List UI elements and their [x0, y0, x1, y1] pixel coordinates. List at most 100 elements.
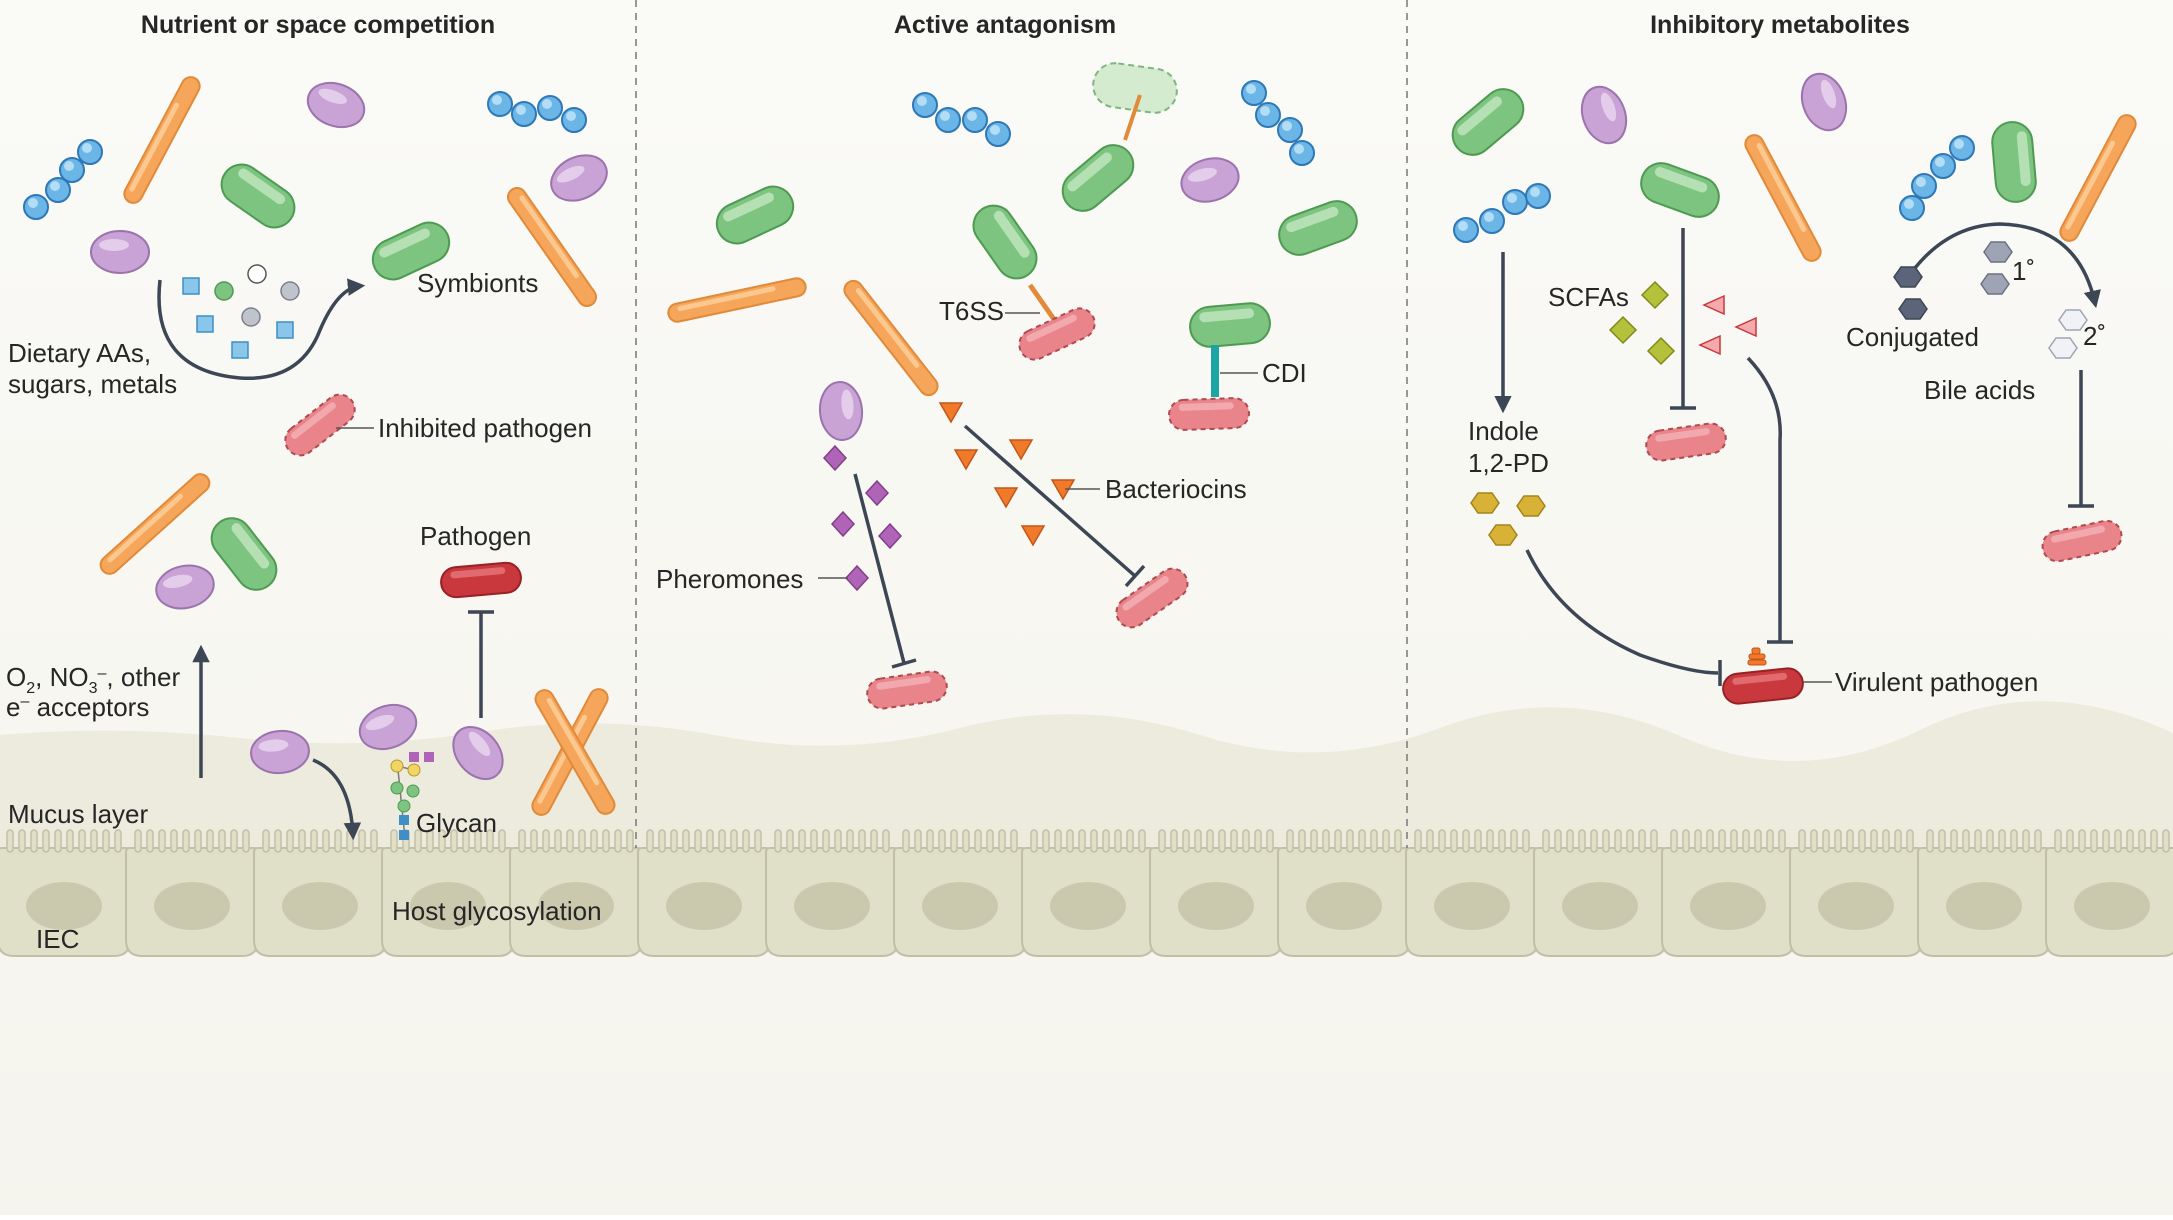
epithelial-cell [125, 847, 259, 957]
microvillus [334, 829, 342, 853]
panel-metabolites: Indole 1,2-PD SCFAs [1443, 66, 2140, 707]
microvillus [834, 829, 842, 853]
secondary-bile-acids [2048, 309, 2088, 359]
microvillus [1950, 829, 1958, 853]
microvillus [1742, 829, 1750, 853]
microvillus [1230, 829, 1238, 853]
microvillus [2126, 829, 2134, 853]
microvillus [1894, 829, 1902, 853]
microvillus [846, 829, 854, 853]
microvillus [1474, 829, 1482, 853]
microvillus [498, 829, 506, 853]
title-nutrient: Nutrient or space competition [141, 11, 495, 39]
microvillus [1510, 829, 1518, 853]
microvillus [1030, 829, 1038, 853]
microvillus [974, 829, 982, 853]
microvillus [2102, 829, 2110, 853]
microvillus [182, 829, 190, 853]
microvillus [774, 829, 782, 853]
microvillus [1114, 829, 1122, 853]
microvillus [1358, 829, 1366, 853]
microvillus [566, 829, 574, 853]
microvillus [1730, 829, 1738, 853]
microvillus [1382, 829, 1390, 853]
microvillus [286, 829, 294, 853]
microvillus [902, 829, 910, 853]
microvillus [1286, 829, 1294, 853]
microvillus [786, 829, 794, 853]
microvillus [262, 829, 270, 853]
microvillus [590, 829, 598, 853]
primary-bile-acids [1980, 241, 2013, 295]
epithelial-cell [765, 847, 899, 957]
microvillus [706, 829, 714, 853]
microvillus [2138, 829, 2146, 853]
microvillus [1310, 829, 1318, 853]
microvillus [170, 829, 178, 853]
scfa-molecules [1608, 280, 1676, 366]
acceptors-label: e– acceptors [6, 692, 149, 722]
microvillus [78, 829, 86, 853]
panel-nutrient: Dietary AAs, sugars, metals Symbionts In… [6, 72, 619, 954]
microvillus [1218, 829, 1226, 853]
epithelial-cell [253, 847, 387, 957]
epithelial-cell [1149, 847, 1283, 957]
oval-bacterium [90, 230, 150, 274]
indole-label: Indole [1468, 416, 1539, 446]
microvillus [998, 829, 1006, 853]
microvillus [1426, 829, 1434, 853]
microvillus [798, 829, 806, 853]
microvillus [18, 829, 26, 853]
microvillus [670, 829, 678, 853]
cdi-bacterium [1187, 300, 1273, 350]
microvillus [962, 829, 970, 853]
microvillus [542, 829, 550, 853]
inhibited-pathogen-label: Inhibited pathogen [378, 413, 592, 443]
microvillus [1334, 829, 1342, 853]
microvillus [1066, 829, 1074, 853]
microvillus [1486, 829, 1494, 853]
microvillus [1614, 829, 1622, 853]
microvillus [370, 829, 378, 853]
microvillus [1170, 829, 1178, 853]
microvillus [2066, 829, 2074, 853]
microvillus [322, 829, 330, 853]
microvillus [1242, 829, 1250, 853]
microvillus [2090, 829, 2098, 853]
pathogen-label: Pathogen [420, 521, 531, 551]
conjugated-label: Conjugated [1846, 322, 1979, 352]
epithelial-cell [1405, 847, 1539, 957]
indole-label: 1,2-PD [1468, 448, 1549, 478]
microvillus [30, 829, 38, 853]
microvillus [1414, 829, 1422, 853]
microvillus [718, 829, 726, 853]
microvillus [870, 829, 878, 853]
microvillus [1694, 829, 1702, 853]
epithelial-cell [1661, 847, 1795, 957]
microvillus [274, 829, 282, 853]
secondary-label: 2˚ [2083, 321, 2106, 351]
bacteriocins [938, 402, 1076, 547]
bile-conversion-arrow [1913, 222, 2101, 309]
glycan-chain [390, 752, 434, 840]
microvillus [230, 829, 238, 853]
microvillus [6, 829, 14, 853]
microvillus [530, 829, 538, 853]
microvillus [194, 829, 202, 853]
microvillus [2034, 829, 2042, 853]
epithelial-cell [1917, 847, 2051, 957]
microvillus [1798, 829, 1806, 853]
microvillus [578, 829, 586, 853]
green-symbiont [1989, 119, 2039, 205]
epithelial-cell [2045, 847, 2173, 957]
indole-inhibition [1525, 549, 1719, 675]
microvillus [1682, 829, 1690, 853]
microvillus [1754, 829, 1762, 853]
microvillus [554, 829, 562, 853]
microvillus [1042, 829, 1050, 853]
microvillus [1602, 829, 1610, 853]
microvillus [2150, 829, 2158, 853]
microvillus [1438, 829, 1446, 853]
epithelial-cell [637, 847, 771, 957]
bacteriocins-label: Bacteriocins [1105, 474, 1247, 504]
